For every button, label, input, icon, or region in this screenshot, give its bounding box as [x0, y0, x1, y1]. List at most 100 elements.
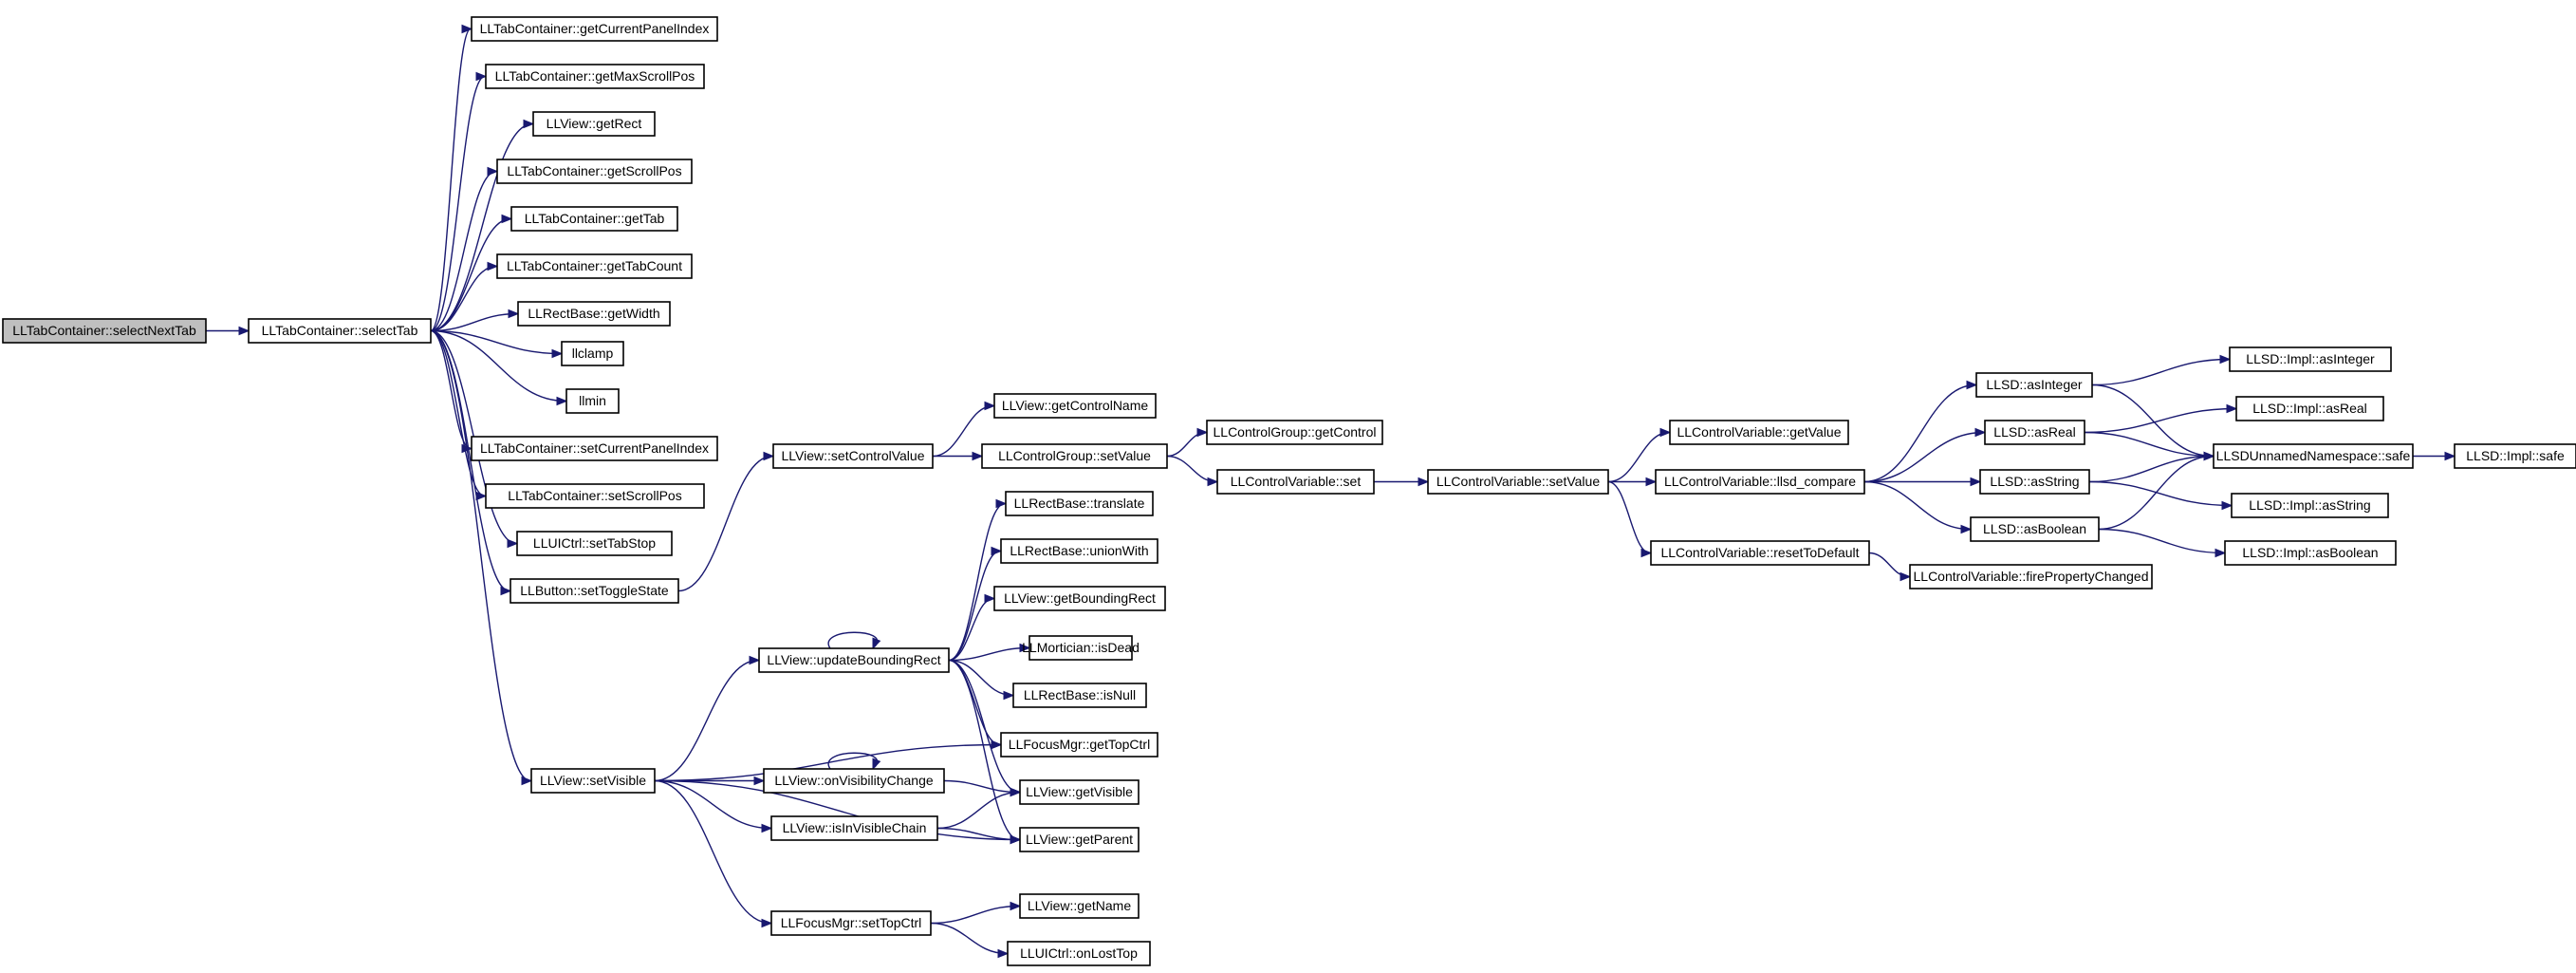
node-box [770, 815, 938, 841]
node-isNull[interactable]: LLRectBase::isNull [1012, 683, 1147, 708]
node-asReal[interactable]: LLSD::asReal [1984, 420, 2085, 445]
node-implAsReal[interactable]: LLSD::Impl::asReal [2235, 396, 2384, 421]
node-box [2454, 443, 2576, 469]
edge-arrowhead [995, 498, 1008, 509]
node-implAsBoolean[interactable]: LLSD::Impl::asBoolean [2224, 540, 2397, 566]
node-setToggleState[interactable]: LLButton::setToggleState [510, 578, 679, 604]
edge-line [1863, 384, 1976, 483]
node-firePropertyChanged[interactable]: LLControlVariable::firePropertyChanged [1909, 564, 2153, 589]
edge-selectTab-to-setToggleState [430, 329, 512, 596]
node-setTabStop[interactable]: LLUICtrl::setTabStop [516, 531, 673, 556]
node-getMaxScrollPos[interactable]: LLTabContainer::getMaxScrollPos [485, 64, 705, 89]
node-implSafe[interactable]: LLSD::Impl::safe [2454, 443, 2576, 469]
node-label: LLRectBase::translate [1014, 496, 1145, 511]
node-getTopCtrl[interactable]: LLFocusMgr::getTopCtrl [1000, 732, 1158, 758]
node-onVisibilityChange[interactable]: LLView::onVisibilityChange [763, 768, 945, 794]
node-setCurrentPanelIndex[interactable]: LLTabContainer::setCurrentPanelIndex [471, 436, 718, 461]
edge-line [430, 329, 486, 497]
node-translate[interactable]: LLRectBase::translate [1005, 491, 1154, 516]
node-groupSetValue[interactable]: LLControlGroup::setValue [981, 443, 1168, 469]
node-box [485, 64, 705, 89]
node-label: LLSD::asInteger [1986, 377, 2083, 392]
node-llmin[interactable]: llmin [565, 388, 620, 414]
edge-line [430, 170, 497, 332]
edge-arrowhead [475, 491, 488, 501]
edge-arrowhead [761, 918, 773, 928]
node-asString[interactable]: LLSD::asString [1979, 469, 2090, 495]
node-setVisible[interactable]: LLView::setVisible [530, 768, 656, 794]
node-getWidth[interactable]: LLRectBase::getWidth [517, 301, 671, 327]
edge-line [943, 779, 1020, 794]
node-box [565, 388, 620, 414]
edge-line [1607, 480, 1651, 554]
node-box [772, 443, 934, 469]
node-getControl[interactable]: LLControlGroup::getControl [1206, 420, 1383, 445]
edge-line [677, 455, 773, 592]
edge-updateBoundingRect-to-getTopCtrl [948, 659, 1003, 750]
node-cvSetValue[interactable]: LLControlVariable::setValue [1427, 469, 1609, 495]
node-getVisible[interactable]: LLView::getVisible [1019, 779, 1140, 805]
node-llclamp[interactable]: llclamp [561, 341, 624, 366]
node-unionWith[interactable]: LLRectBase::unionWith [1000, 538, 1158, 564]
node-asInteger[interactable]: LLSD::asInteger [1975, 372, 2093, 398]
node-llsdCompare[interactable]: LLControlVariable::llsd_compare [1655, 469, 1865, 495]
call-edges [205, 24, 2456, 959]
node-getCurrentPanelIndex[interactable]: LLTabContainer::getCurrentPanelIndex [471, 16, 718, 42]
node-box [1909, 564, 2153, 589]
node-updateBoundingRect[interactable]: LLView::updateBoundingRect [758, 647, 950, 673]
edge-isInVisibleChain-to-getParent [936, 827, 1022, 845]
node-getParent[interactable]: LLView::getParent [1019, 827, 1140, 852]
node-asBoolean[interactable]: LLSD::asBoolean [1970, 516, 2100, 542]
edge-arrowhead [1659, 427, 1672, 438]
node-onLostTop[interactable]: LLUICtrl::onLostTop [1007, 941, 1151, 966]
node-getBoundingRect[interactable]: LLView::getBoundingRect [993, 586, 1166, 611]
node-cvSet[interactable]: LLControlVariable::set [1216, 469, 1375, 495]
node-label: LLView::setVisible [540, 773, 646, 788]
edge-line [2084, 407, 2236, 434]
node-unnamedSafe[interactable]: LLSDUnnamedNamespace::safe [2213, 443, 2414, 469]
edge-setTopCtrl-to-onLostTop [930, 922, 1010, 959]
node-box [510, 206, 678, 232]
node-isInVisibleChain[interactable]: LLView::isInVisibleChain [770, 815, 938, 841]
edge-line [2084, 431, 2214, 458]
edge-arrowhead [1003, 690, 1015, 701]
node-getScrollPos[interactable]: LLTabContainer::getScrollPos [496, 159, 693, 184]
node-setTopCtrl[interactable]: LLFocusMgr::setTopCtrl [770, 910, 932, 936]
node-getControlName[interactable]: LLView::getControlName [993, 393, 1157, 419]
node-setControlValue[interactable]: LLView::setControlValue [772, 443, 934, 469]
edge-llsdCompare-to-asInteger [1863, 380, 1978, 483]
edge-arrowhead [1019, 643, 1031, 653]
edge-arrowhead [238, 326, 250, 336]
edge-line [430, 312, 518, 332]
node-label: llclamp [572, 346, 614, 361]
node-cvGetValue[interactable]: LLControlVariable::getValue [1669, 420, 1849, 445]
edge-updateBoundingRect-to-unionWith [948, 546, 1003, 662]
edge-line [654, 659, 759, 782]
node-implAsString[interactable]: LLSD::Impl::asString [2231, 493, 2389, 518]
node-resetToDefault[interactable]: LLControlVariable::resetToDefault [1650, 540, 1870, 566]
node-implAsInteger[interactable]: LLSD::Impl::asInteger [2229, 346, 2392, 372]
node-box [496, 159, 693, 184]
edge-line [1166, 431, 1207, 458]
node-setScrollPos[interactable]: LLTabContainer::setScrollPos [485, 483, 705, 509]
edge-setVisible-to-isInVisibleChain [654, 779, 773, 833]
node-getRect[interactable]: LLView::getRect [532, 111, 656, 137]
node-label: LLTabContainer::selectNextTab [12, 323, 196, 338]
node-getTabCount[interactable]: LLTabContainer::getTabCount [496, 253, 693, 279]
edge-line [654, 743, 1001, 782]
node-box [763, 768, 945, 794]
node-selectNextTab[interactable]: LLTabContainer::selectNextTab [2, 318, 207, 344]
node-box [1005, 491, 1154, 516]
node-getTab[interactable]: LLTabContainer::getTab [510, 206, 678, 232]
node-getName[interactable]: LLView::getName [1019, 893, 1140, 919]
edge-onVisibilityChange-self-loop [827, 752, 881, 771]
node-box [770, 910, 932, 936]
edge-line [430, 329, 472, 450]
node-label: LLSD::Impl::asReal [2252, 401, 2367, 416]
node-isDead[interactable]: LLMortician::isDead [1022, 635, 1140, 661]
node-selectTab[interactable]: LLTabContainer::selectTab [248, 318, 432, 344]
edge-arrowhead [556, 396, 568, 406]
node-box [2229, 346, 2392, 372]
node-label: LLTabContainer::getTabCount [507, 258, 682, 273]
